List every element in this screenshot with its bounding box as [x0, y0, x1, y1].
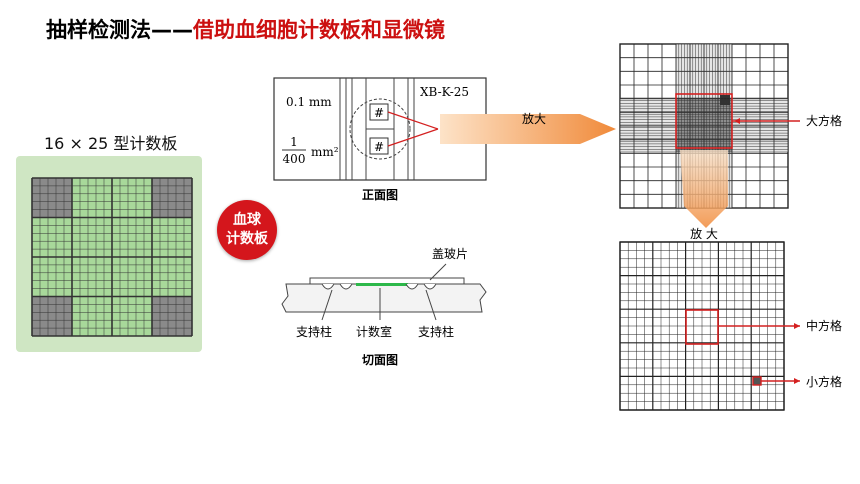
small-square-label: 小方格 [806, 374, 842, 389]
area-numerator: 1 [290, 135, 298, 149]
arrow-shape [440, 114, 616, 144]
area-denominator: 400 [283, 152, 306, 166]
large-square-label: 大方格 [806, 113, 842, 128]
cover-leader [429, 263, 447, 281]
area-unit: mm² [311, 145, 339, 159]
magnify-arrow-horizontal: 放大 [440, 111, 616, 144]
board-square [72, 257, 112, 297]
title-prefix: 抽样检测法—— [46, 18, 193, 42]
grid-mark-upper-label: # [374, 106, 384, 120]
support-right-leader [425, 289, 437, 321]
small-square-arrowhead [794, 378, 800, 384]
board-square [152, 217, 192, 257]
counting-chamber-fluid [356, 283, 408, 286]
arrow-shape-vertical [680, 150, 728, 228]
title-highlight: 借助血细胞计数板和显微镜 [193, 18, 445, 42]
medium-square-label: 中方格 [806, 318, 842, 333]
support-bump-3 [405, 283, 419, 290]
board-square [72, 217, 112, 257]
board-title: 16 × 25 型计数板 [44, 134, 178, 153]
medium-grid: 中方格 小方格 [619, 241, 842, 411]
cover-label: 盖玻片 [432, 247, 468, 261]
support-left-label: 支持柱 [296, 324, 332, 339]
board-square [112, 217, 152, 257]
board-panel [16, 156, 202, 352]
small-square-highlight [752, 376, 762, 386]
support-right-label: 支持柱 [418, 324, 454, 339]
pointer-upper [387, 111, 439, 130]
section-view-caption: 切面图 [362, 353, 398, 367]
support-bump-4 [423, 283, 437, 290]
board-square [72, 296, 112, 336]
support-left-leader [321, 289, 333, 321]
medium-square-arrowhead [794, 323, 800, 329]
counting-board-grid [31, 177, 193, 337]
board-square [152, 257, 192, 297]
medium-square-highlight [685, 309, 719, 345]
support-bump-2 [339, 283, 353, 290]
board-square-shaded [152, 296, 192, 336]
board-square-shaded [32, 296, 72, 336]
pointer-lower [387, 128, 439, 147]
board-square [72, 178, 112, 218]
grid-mark-lower-label: # [374, 140, 384, 154]
large-square-arrowhead [734, 118, 740, 124]
model-label: XB-K-25 [420, 85, 469, 99]
magnify-circle [349, 98, 411, 160]
depth-label: 0.1 mm [286, 95, 332, 109]
magnify-label: 放大 [522, 111, 546, 126]
magnify-arrow-vertical: 放 大 [680, 150, 728, 241]
board-square [112, 178, 152, 218]
board-square-shaded [32, 178, 72, 218]
magnify-label-2: 放 大 [690, 226, 718, 241]
slide-body [281, 283, 487, 313]
badge-line2: 计数板 [226, 231, 268, 247]
slide-lines [339, 78, 415, 180]
section-view: 盖玻片 支持柱 计数室 支持柱 切面图 [281, 247, 487, 367]
chamber-label: 计数室 [356, 324, 392, 339]
board-square [112, 296, 152, 336]
board-square-shaded [152, 178, 192, 218]
support-bump-1 [321, 283, 335, 290]
large-grid: 大方格 [619, 43, 842, 209]
hemocytometer-badge: 血球 计数板 [217, 200, 277, 260]
board-square [112, 257, 152, 297]
page-title: 抽样检测法——借助血细胞计数板和显微镜 [46, 14, 445, 44]
board-square [32, 217, 72, 257]
badge-line1: 血球 [233, 212, 261, 228]
board-square [32, 257, 72, 297]
front-view-caption: 正面图 [362, 188, 398, 202]
